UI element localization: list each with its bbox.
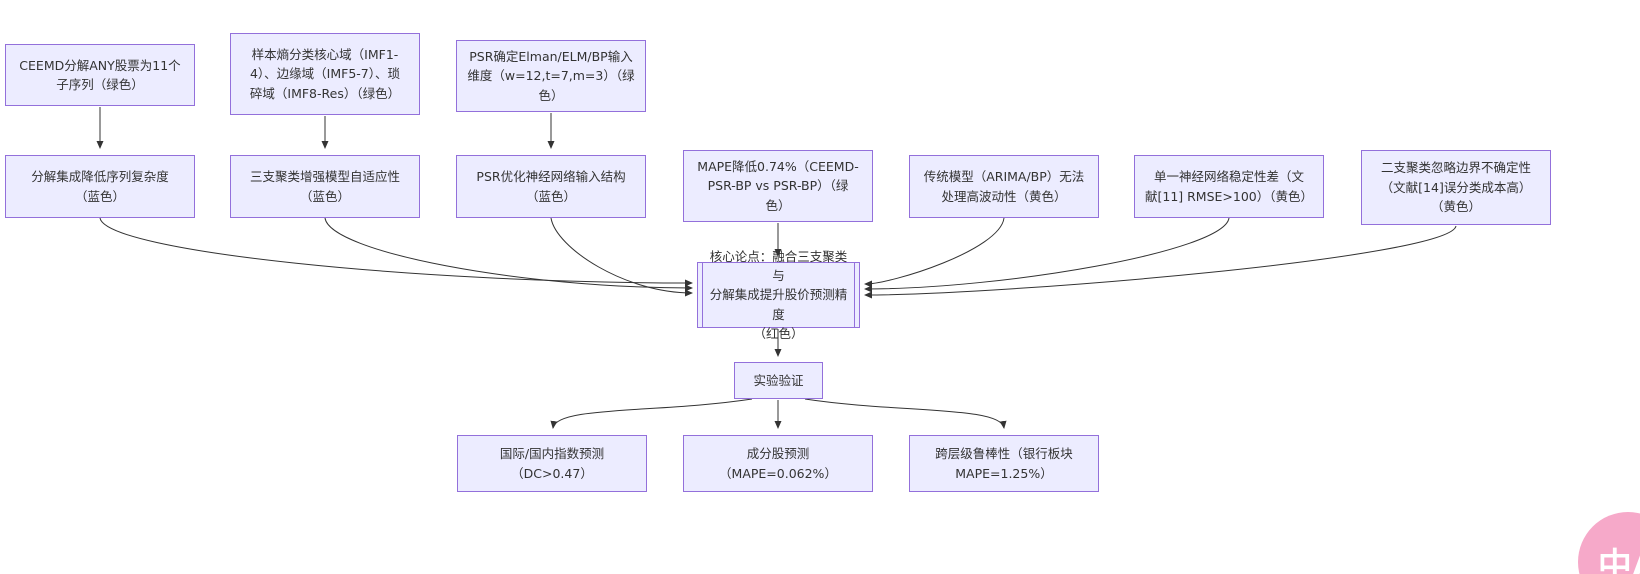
node-ceemd: CEEMD分解ANY股票为11个 子序列（绿色） [5,44,195,106]
edge-experiment-to-index [550,398,753,429]
edge-twoway-to-core [864,225,1457,299]
translate-badge[interactable]: 中A [1578,512,1640,574]
node-single-nn-limit: 单一神经网络稳定性差（文 献[11] RMSE>100）（黄色） [1134,155,1324,218]
node-traditional-limit: 传统模型（ARIMA/BP）无法 处理高波动性（黄色） [909,155,1099,218]
node-mape-gain: MAPE降低0.74%（CEEMD- PSR-BP vs PSR-BP）（绿 色… [683,150,873,222]
edge-singlenn-to-core [864,217,1230,293]
edge-psrstructure-to-core [550,217,693,297]
node-experiment: 实验验证 [734,362,823,399]
edge-decomposition-to-core [99,217,693,287]
node-index-forecast: 国际/国内指数预测 （DC>0.47） [457,435,647,492]
node-psr-structure: PSR优化神经网络输入结构 （蓝色） [456,155,646,218]
node-decomposition: 分解集成降低序列复杂度 （蓝色） [5,155,195,218]
node-component-forecast: 成分股预测 （MAPE=0.062%） [683,435,873,492]
edge-traditional-to-core [864,217,1005,288]
node-psr-input-dim: PSR确定Elman/ELM/BP输入 维度（w=12,t=7,m=3）（绿 色… [456,40,646,112]
edge-experiment-to-robustness [804,398,1007,429]
node-core-thesis: 核心论点：融合三支聚类与 分解集成提升股价预测精度 （红色） [697,249,860,341]
edge-threeway-to-core [324,217,693,292]
translate-badge-label: 中A [1597,545,1640,574]
node-robustness: 跨层级鲁棒性（银行板块 MAPE=1.25%） [909,435,1099,492]
node-three-way-clustering: 三支聚类增强模型自适应性 （蓝色） [230,155,420,218]
node-two-way-limit: 二支聚类忽略边界不确定性 （文献[14]误分类成本高） （黄色） [1361,150,1551,225]
node-sample-entropy: 样本熵分类核心域（IMF1- 4）、边缘域（IMF5-7）、琐 碎域（IMF8-… [230,33,420,115]
